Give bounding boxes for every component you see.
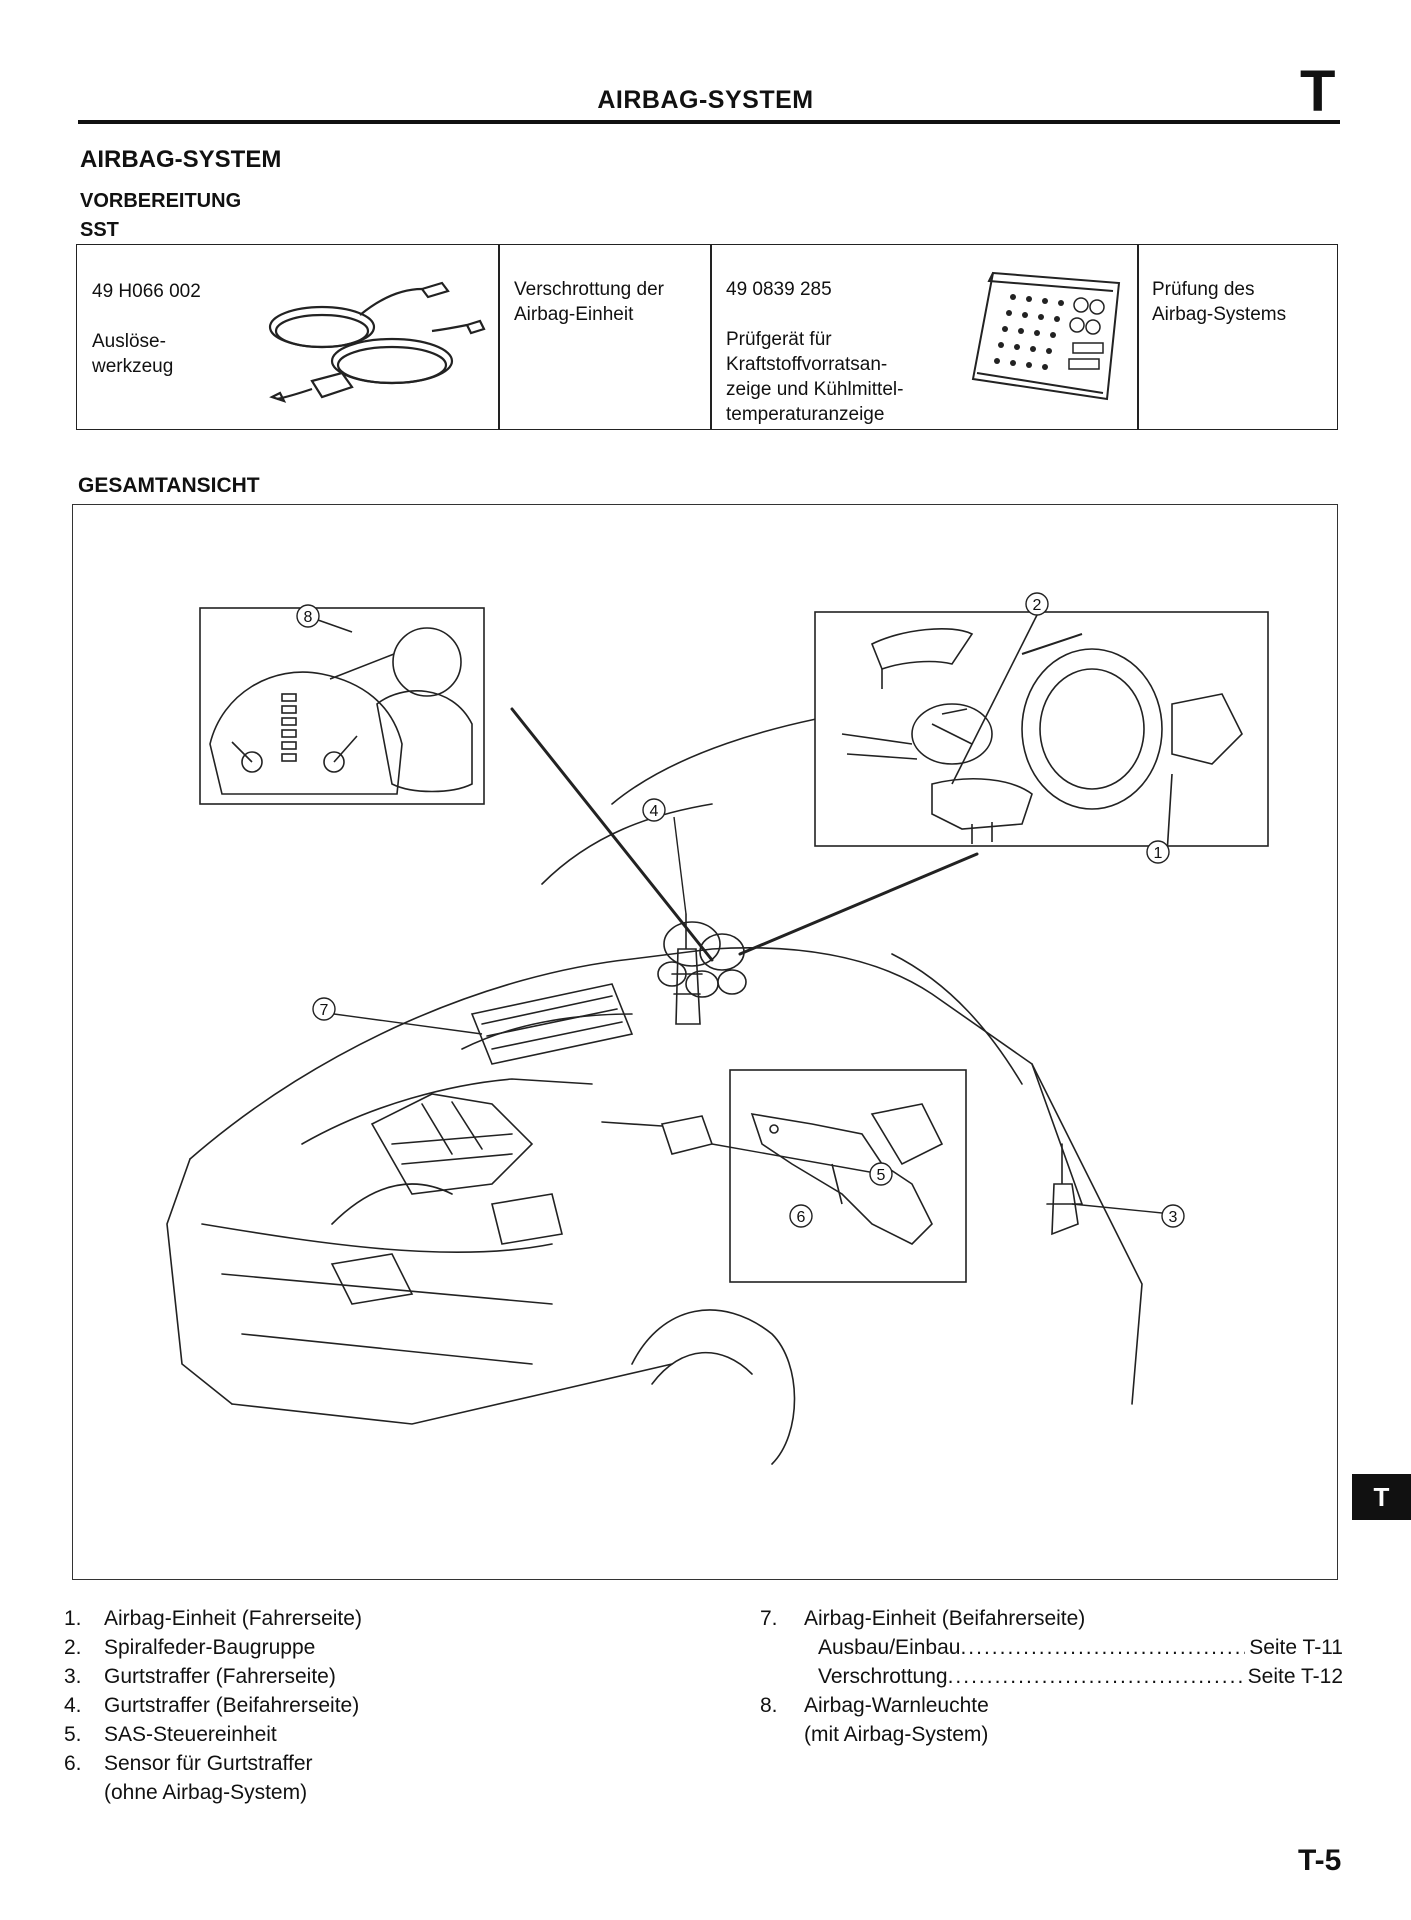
tool-name: Prüfgerät für Kraftstoffvorratsan- zeige… [726,329,904,425]
overview-frame [72,504,1338,1580]
legend-left: 1.Airbag-Einheit (Fahrerseite) 2.Spiralf… [64,1604,362,1807]
chapter-letter: T [1300,59,1336,124]
list-item: 2.Spiralfeder-Baugruppe [64,1636,316,1659]
release-tool-illustration [268,281,486,403]
tool-purpose: Verschrottung der Airbag-Einheit [514,279,664,325]
list-item-note: (mit Airbag-System) [804,1723,989,1746]
table-divider [1137,245,1139,429]
subheading-preparation: VORBEREITUNG [80,190,242,212]
inset-steering-assembly [814,611,1269,847]
callout-7: 7 [320,1002,329,1019]
page-reference-row: Ausbau/EinbauSeite T-11 [818,1633,1343,1662]
list-item: (ohne Airbag-System) [104,1781,308,1804]
tester-illustration [971,271,1121,401]
sst-table: 49 H066 002 Auslöse- werkzeug Verschrott… [76,244,1338,430]
section-title: AIRBAG-SYSTEM [80,146,282,173]
legend-right: 7.Airbag-Einheit (Beifahrerseite) Ausbau… [760,1604,1343,1749]
callout-4: 4 [650,803,659,820]
inset-sensor [729,1069,967,1283]
tool-purpose: Prüfung des Airbag-Systems [1152,279,1287,325]
callout-3: 3 [1169,1209,1178,1226]
tool-part-number: 49 H066 002 [92,281,201,302]
overview-heading: GESAMTANSICHT [78,474,260,497]
callout-6: 6 [797,1209,806,1226]
list-item: 7.Airbag-Einheit (Beifahrerseite) [760,1607,1086,1630]
callout-5: 5 [877,1167,886,1184]
table-divider [710,245,712,429]
list-item: 3.Gurtstraffer (Fahrerseite) [64,1665,336,1688]
list-item: 6.Sensor für Gurtstraffer [64,1752,313,1775]
header-rule [78,120,1340,124]
list-item: 1.Airbag-Einheit (Fahrerseite) [64,1607,362,1630]
tool-name: Auslöse- werkzeug [92,331,174,377]
list-item: 5.SAS-Steuereinheit [64,1723,277,1746]
airbag-system-overview-diagram: 1 2 3 4 5 6 7 8 [166,592,1269,1465]
callout-1: 1 [1154,845,1163,862]
tool-part-number: 49 0839 285 [726,279,832,300]
list-item: 4.Gurtstraffer (Beifahrerseite) [64,1694,360,1717]
inset-warning-light [199,607,485,805]
subheading-sst: SST [80,219,119,241]
callout-2: 2 [1033,597,1042,614]
callout-8: 8 [304,609,313,626]
table-divider [498,245,500,429]
page-reference-row: VerschrottungSeite T-12 [818,1662,1343,1691]
page-header-title: AIRBAG-SYSTEM [597,86,814,114]
list-item: 8.Airbag-Warnleuchte [760,1694,989,1717]
chapter-tab: T [1352,1474,1411,1520]
page-number: T-5 [1298,1844,1342,1877]
